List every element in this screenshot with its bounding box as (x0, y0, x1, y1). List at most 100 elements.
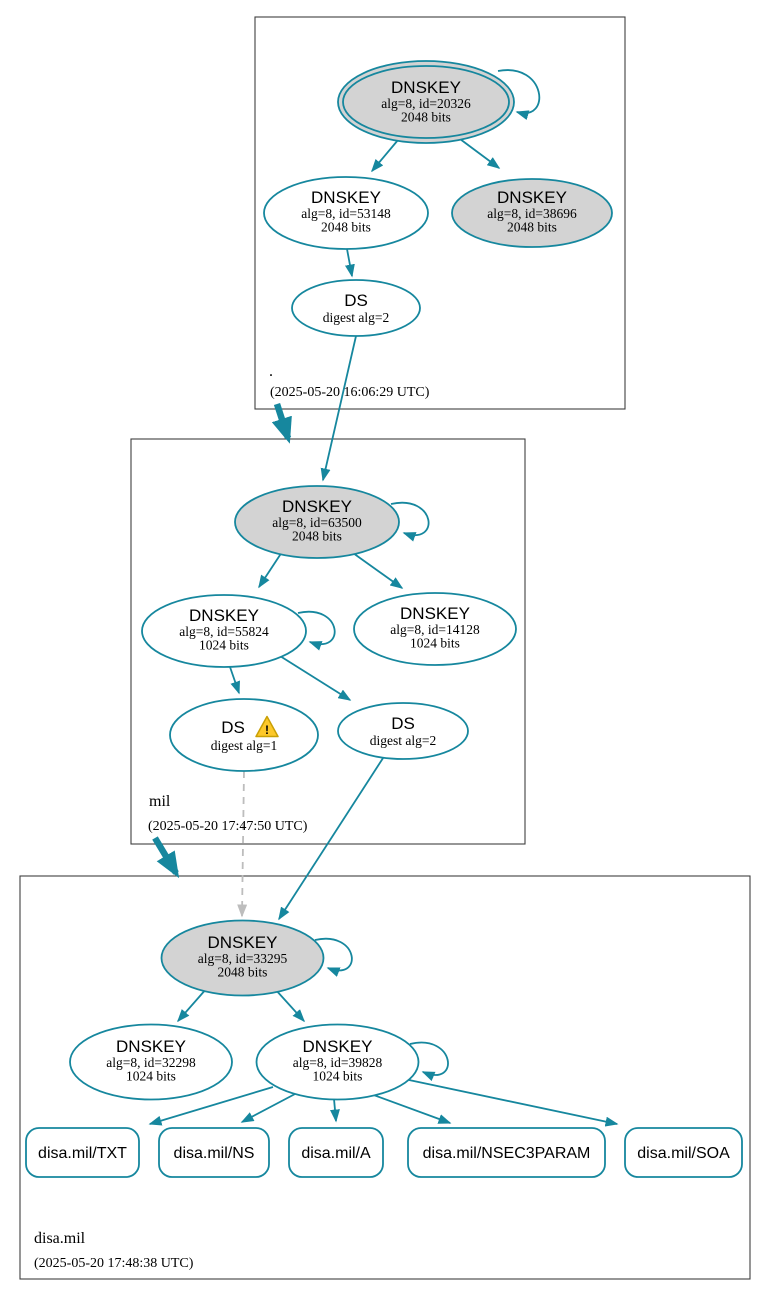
node-bits: 1024 bits (126, 1069, 176, 1084)
root-ksk-ellipse-inner (342, 65, 510, 139)
mil-zsk-ellipse[interactable] (141, 594, 307, 668)
edge-root-ksk-to-zsk (371, 139, 399, 173)
mil-ds1-node[interactable]: DS ! digest alg=1 (169, 698, 319, 772)
node-title: DS (344, 291, 368, 310)
root-key38696-ellipse[interactable] (451, 178, 613, 248)
rrset-label: disa.mil/TXT (38, 1145, 127, 1162)
disa-key32298-ellipse[interactable] (69, 1023, 233, 1101)
root-key38696-node[interactable]: DNSKEY alg=8, id=38696 2048 bits (451, 178, 613, 248)
rrset-nsec3param-node[interactable]: disa.mil/NSEC3PARAM (407, 1127, 606, 1178)
edge-mil-ksk-to-key14128 (352, 552, 404, 589)
zone-disa-mil: DNSKEY alg=8, id=33295 2048 bits DNSKEY … (25, 919, 743, 1271)
zone-name-mil: mil (149, 793, 171, 810)
root-ksk-ellipse-outer[interactable] (337, 60, 515, 144)
rrset-nsec3param-box[interactable] (407, 1127, 606, 1178)
zone-timestamp-mil: (2025-05-20 17:47:50 UTC) (148, 819, 308, 834)
rrset-a-box[interactable] (288, 1127, 384, 1178)
node-title: DNSKEY (116, 1037, 186, 1056)
node-detail: alg=8, id=39828 (293, 1055, 383, 1070)
rrset-label: disa.mil/NS (174, 1145, 255, 1162)
node-detail: alg=8, id=63500 (272, 515, 362, 530)
edge-root-ds-to-mil-ksk (320, 335, 357, 482)
node-title: DNSKEY (311, 188, 381, 207)
node-detail: alg=8, id=14128 (390, 622, 480, 637)
disa-zsk-ellipse[interactable] (255, 1023, 420, 1101)
disa-zsk-node[interactable]: DNSKEY alg=8, id=39828 1024 bits (255, 1023, 420, 1101)
rrset-label: disa.mil/SOA (637, 1145, 730, 1162)
rrset-txt-node[interactable]: disa.mil/TXT (25, 1127, 140, 1178)
mil-key14128-ellipse[interactable] (353, 592, 517, 666)
node-bits: 1024 bits (410, 636, 460, 651)
root-zsk-node[interactable]: DNSKEY alg=8, id=53148 2048 bits (263, 176, 429, 250)
node-title: DNSKEY (497, 188, 567, 207)
edge-zone-mil-to-disa-mil (152, 836, 180, 879)
edge-disa-ksk-to-zsk (274, 988, 306, 1023)
rrset-a-node[interactable]: disa.mil/A (288, 1127, 384, 1178)
root-zsk-ellipse[interactable] (263, 176, 429, 250)
rrset-label: disa.mil/A (301, 1145, 371, 1162)
node-detail: digest alg=2 (323, 310, 389, 325)
zone-name-root: . (269, 363, 273, 380)
edge-mil-zsk-self-loop (297, 610, 336, 651)
node-bits: 2048 bits (401, 110, 451, 125)
node-title: DNSKEY (391, 78, 461, 97)
disa-ksk-ellipse[interactable] (160, 919, 325, 997)
mil-ksk-node[interactable]: DNSKEY alg=8, id=63500 2048 bits (234, 485, 400, 559)
node-detail: digest alg=1 (211, 738, 277, 753)
zone-mil: DNSKEY alg=8, id=63500 2048 bits DNSKEY … (141, 485, 517, 834)
node-bits: 2048 bits (507, 220, 557, 235)
node-title: DNSKEY (189, 606, 259, 625)
edge-disa-ksk-self-loop (314, 937, 353, 977)
edge-root-ksk-self-loop (497, 69, 541, 120)
node-bits: 2048 bits (321, 220, 371, 235)
edge-mil-zsk-to-ds2 (279, 655, 352, 701)
zone-name-disa-mil: disa.mil (34, 1230, 86, 1247)
node-detail: digest alg=2 (370, 733, 436, 748)
rrset-ns-node[interactable]: disa.mil/NS (158, 1127, 270, 1178)
node-title: DNSKEY (282, 497, 352, 516)
warning-icon: ! (255, 715, 279, 738)
node-bits: 1024 bits (199, 638, 249, 653)
edge-mil-ds2-to-disa-ksk (278, 754, 386, 921)
zone-disa-mil-box (19, 875, 751, 1280)
root-ksk-node[interactable]: DNSKEY alg=8, id=20326 2048 bits (337, 60, 515, 144)
node-detail: alg=8, id=20326 (381, 96, 471, 111)
mil-ds2-ellipse[interactable] (337, 702, 469, 760)
rrset-soa-node[interactable]: disa.mil/SOA (624, 1127, 743, 1178)
mil-ksk-ellipse[interactable] (234, 485, 400, 559)
rrset-label: disa.mil/NSEC3PARAM (423, 1145, 591, 1162)
rrset-ns-box[interactable] (158, 1127, 270, 1178)
root-ds-ellipse[interactable] (291, 279, 421, 337)
edge-disa-ksk-to-key32298 (177, 987, 208, 1023)
node-title: DS (221, 718, 245, 737)
zone-root-box (254, 16, 626, 410)
node-bits: 2048 bits (218, 965, 268, 980)
node-detail: alg=8, id=33295 (198, 951, 288, 966)
node-detail: alg=8, id=53148 (301, 206, 391, 221)
rrset-txt-box[interactable] (25, 1127, 140, 1178)
root-ds-node[interactable]: DS digest alg=2 (291, 279, 421, 337)
node-detail: alg=8, id=32298 (106, 1055, 196, 1070)
node-bits: 2048 bits (292, 529, 342, 544)
mil-ds1-ellipse[interactable] (169, 698, 319, 772)
zone-timestamp-disa-mil: (2025-05-20 17:48:38 UTC) (34, 1256, 194, 1271)
edge-root-zsk-to-ds (344, 248, 355, 278)
edge-zone-root-to-mil (271, 402, 292, 444)
rrset-soa-box[interactable] (624, 1127, 743, 1178)
edge-disa-zsk-to-ns (240, 1093, 296, 1123)
node-title: DS (391, 714, 415, 733)
node-detail: alg=8, id=38696 (487, 206, 577, 221)
edge-disa-zsk-to-nsec3param (370, 1093, 452, 1124)
disa-ksk-node[interactable]: DNSKEY alg=8, id=33295 2048 bits (160, 919, 325, 997)
disa-key32298-node[interactable]: DNSKEY alg=8, id=32298 1024 bits (69, 1023, 233, 1101)
mil-zsk-node[interactable]: DNSKEY alg=8, id=55824 1024 bits (141, 594, 307, 668)
warning-exclamation: ! (265, 723, 269, 737)
warning-triangle (255, 715, 279, 738)
node-bits: 1024 bits (313, 1069, 363, 1084)
edge-mil-ds1-to-disa-ksk-dashed (237, 770, 248, 918)
mil-ds2-node[interactable]: DS digest alg=2 (337, 702, 469, 760)
edge-mil-ksk-to-zsk (258, 551, 283, 589)
zone-timestamp-root: (2025-05-20 16:06:29 UTC) (270, 385, 430, 400)
mil-key14128-node[interactable]: DNSKEY alg=8, id=14128 1024 bits (353, 592, 517, 666)
